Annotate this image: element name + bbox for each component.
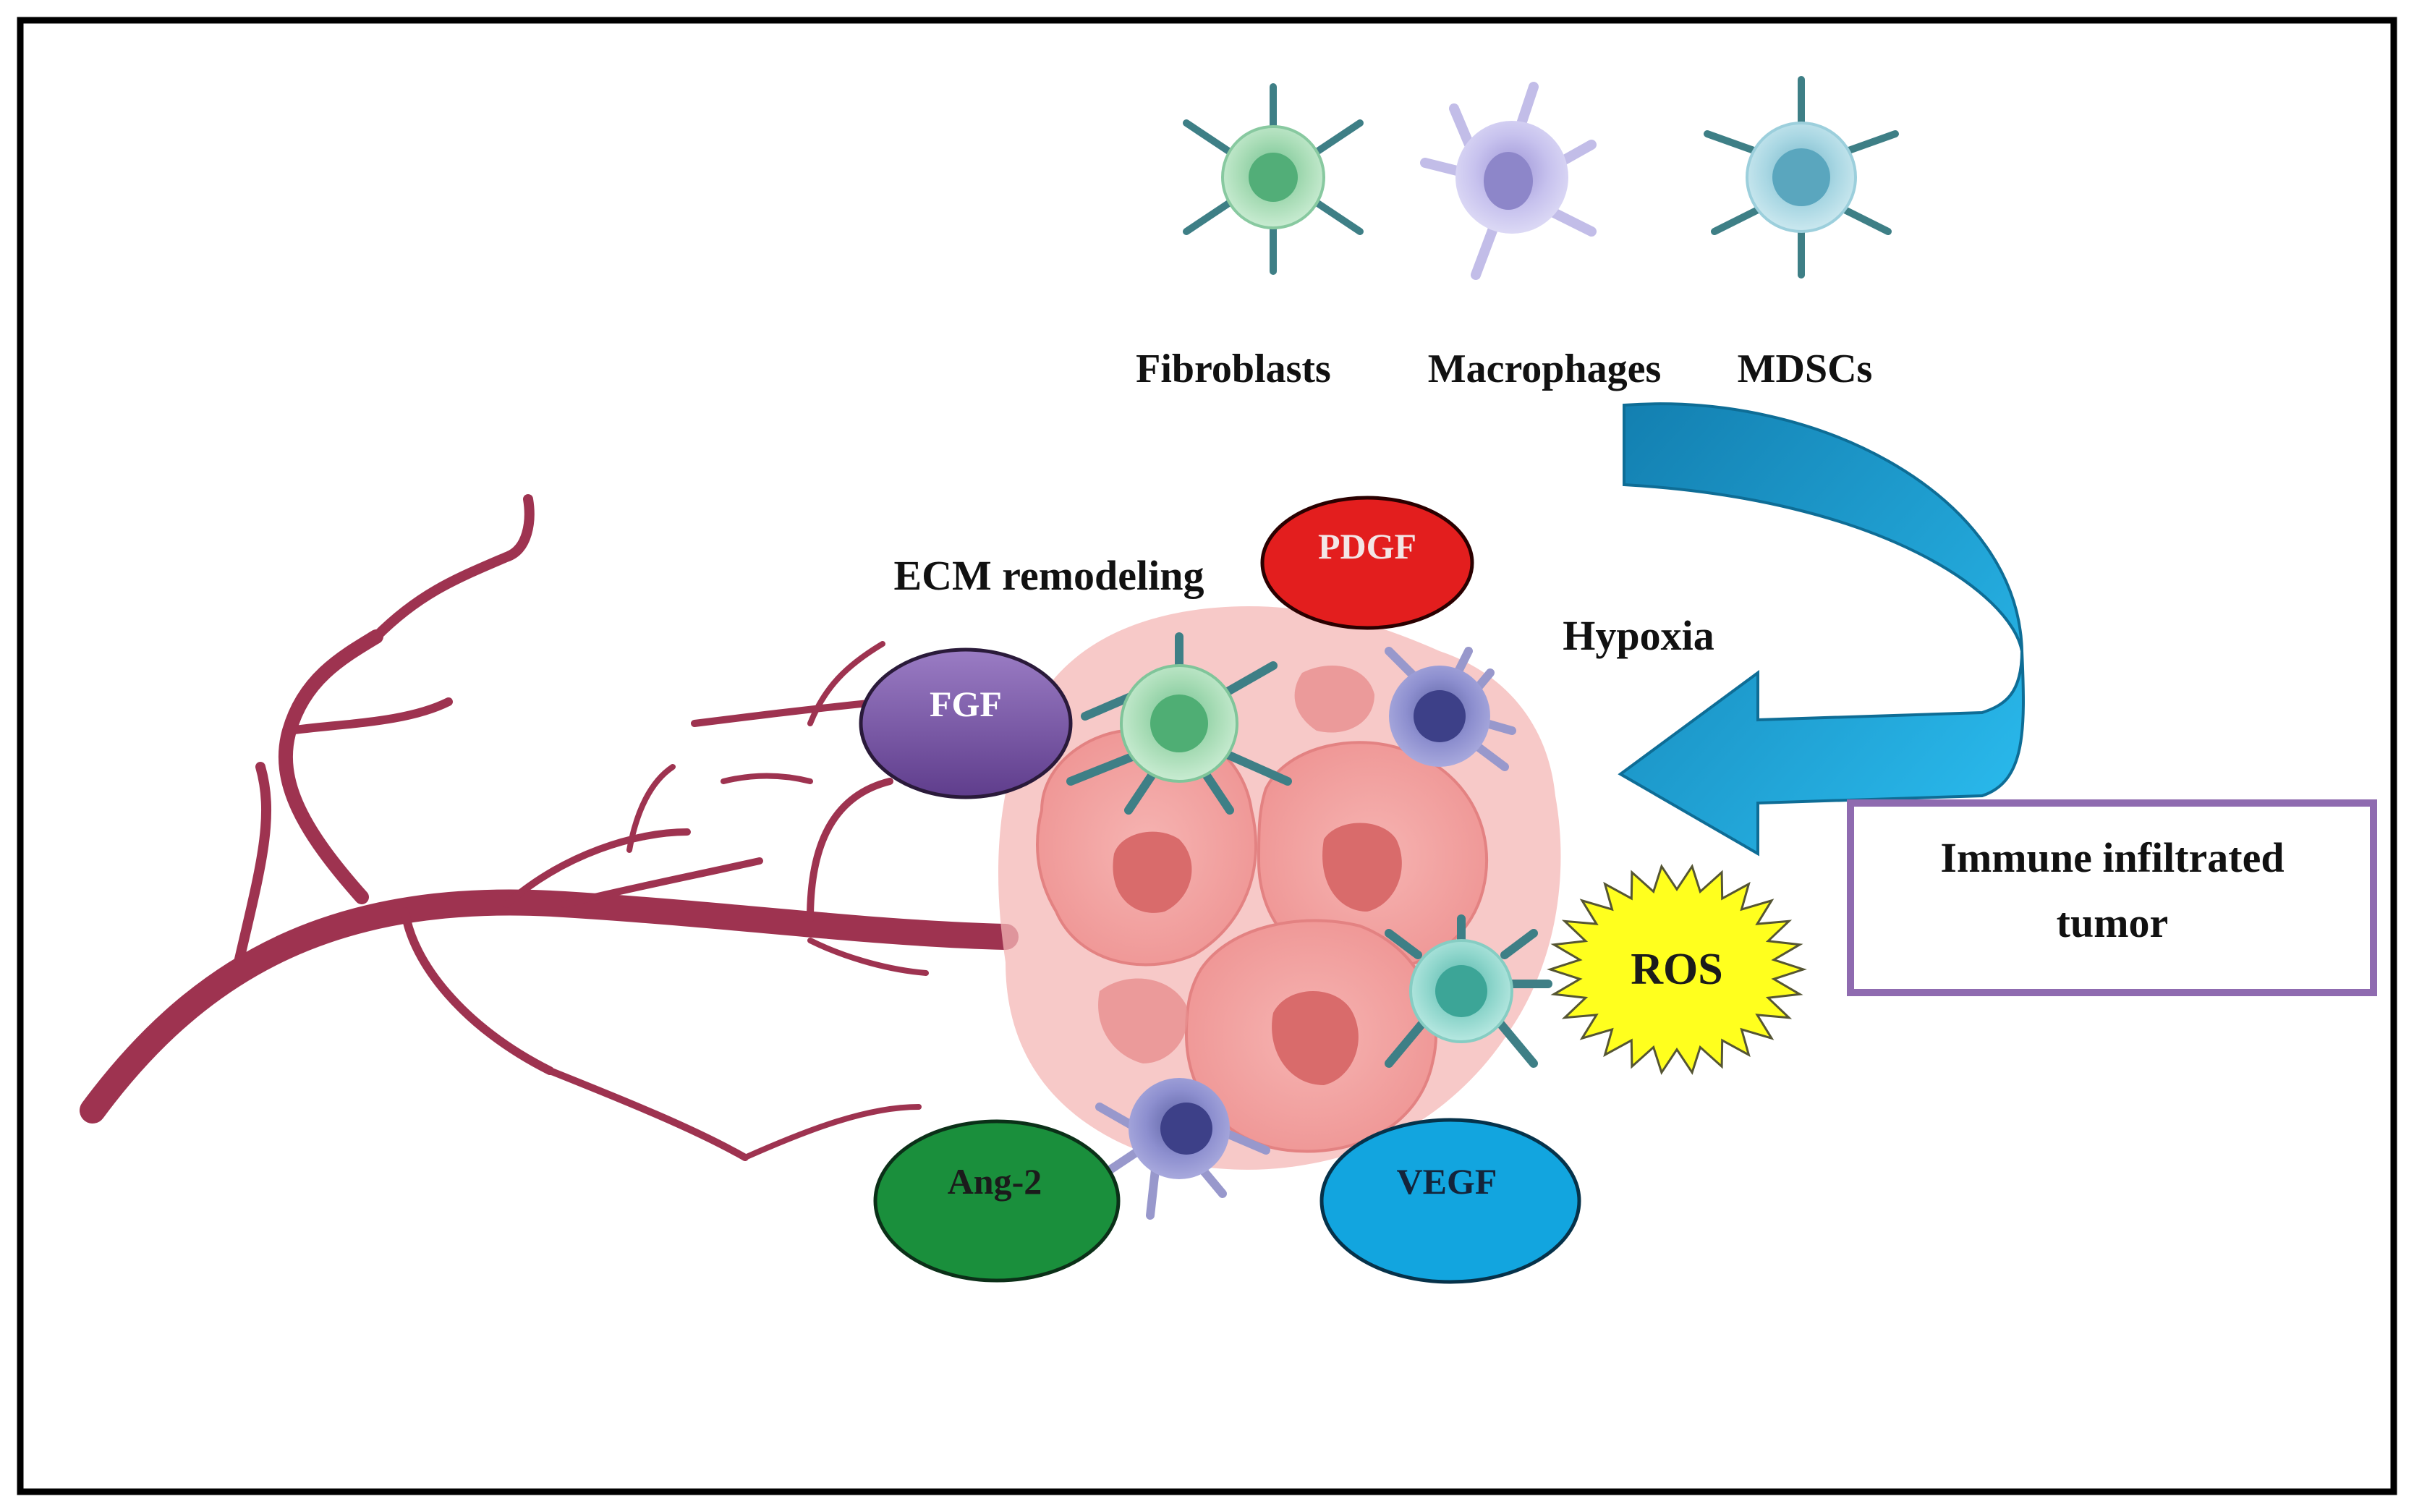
- ecm-remodeling-label: ECM remodeling: [893, 552, 1204, 599]
- cell-type-label-fibroblasts: Fibroblasts: [1136, 347, 1331, 391]
- blood-vessel: [80, 494, 1019, 1161]
- ros-starburst: ROS: [1547, 864, 1807, 1075]
- pdgf-ellipse: PDGF: [1260, 496, 1474, 630]
- ang2-label: Ang-2: [948, 1161, 1042, 1202]
- ang2-ellipse: Ang-2: [873, 1119, 1121, 1283]
- tumor-cell: [1257, 741, 1489, 972]
- macrophage-cell-icon: [1095, 1078, 1270, 1220]
- fgf-ellipse: FGF: [859, 647, 1073, 799]
- curved-arrow: [1618, 402, 2025, 857]
- vegf-ellipse: VEGF: [1319, 1118, 1581, 1284]
- fibroblast-cell-icon: [1066, 632, 1292, 815]
- macrophage-cell-icon: [1385, 647, 1516, 771]
- hypoxia-label: Hypoxia: [1563, 612, 1714, 659]
- pdgf-label: PDGF: [1318, 526, 1416, 566]
- immune-infiltrated-tumor-box: Immune infiltrated tumor: [1847, 799, 2377, 996]
- mdsc-cell-icon: [1704, 76, 1899, 279]
- fibroblast-cell-icon: [1183, 83, 1364, 275]
- tumor-cell: [1184, 919, 1438, 1153]
- vegf-label: VEGF: [1397, 1161, 1497, 1202]
- tumor-cell: [1036, 728, 1258, 967]
- macrophage-cell-icon: [1420, 82, 1597, 280]
- immune-infiltrated-label: Immune infiltrated: [1940, 834, 2284, 881]
- fgf-label: FGF: [930, 684, 1002, 724]
- tumor-label: tumor: [2057, 899, 2169, 946]
- cell-type-label-macrophages: Macrophages: [1428, 347, 1662, 391]
- mdsc-cell-icon: [1385, 914, 1552, 1068]
- cell-type-label-mdscs: MDSCs: [1738, 347, 1873, 391]
- ros-label: ROS: [1631, 945, 1722, 994]
